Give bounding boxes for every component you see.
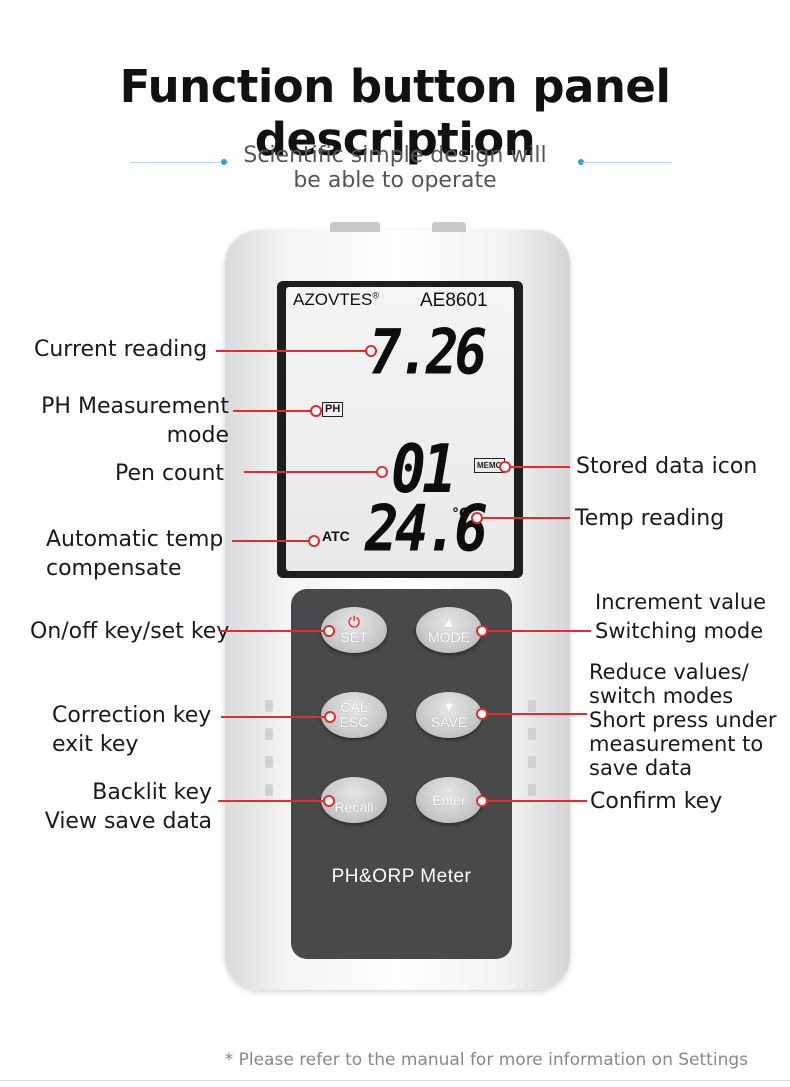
keypad-panel: [291, 589, 512, 959]
subtitle-left-rule: [130, 162, 225, 163]
footnote: * Please refer to the manual for more in…: [224, 1050, 748, 1070]
callout-ph-mode-line1: PH Measurement: [41, 394, 229, 419]
callout-atc: Automatic temp compensate: [46, 525, 223, 583]
callout-increment: Increment value Switching mode: [595, 588, 766, 646]
callout-atc-line1: Automatic temp: [46, 527, 224, 552]
subtitle-line-2: be able to operate: [293, 168, 497, 193]
temperature-value: 24.6: [365, 492, 488, 567]
mode-button[interactable]: ▲ MODE: [416, 607, 482, 653]
grip-ridge: [265, 728, 273, 740]
page-title: Function button panel description: [119, 60, 671, 166]
callout-line: [216, 350, 366, 352]
callout-dot: [310, 405, 322, 417]
bottom-divider: [0, 1080, 790, 1081]
grip-ridge: [528, 756, 536, 768]
subtitle-line-1: Scientific simple design will: [243, 143, 547, 168]
callout-reduce-line3: Short press under: [589, 708, 777, 732]
save-button-label: SAVE: [430, 714, 468, 730]
subtitle: Scientific simple design will be able to…: [0, 143, 790, 193]
subtitle-right-rule: [582, 162, 672, 163]
arrow-down-icon: ▼: [441, 699, 457, 716]
callout-ph-mode-line2: mode: [166, 423, 229, 448]
ph-mode-icon: PH: [322, 402, 344, 417]
subtitle-right-dot: [578, 159, 584, 165]
callout-line: [220, 630, 326, 632]
brand-name: AZOVTES®: [293, 290, 379, 310]
grip-ridge: [265, 756, 273, 768]
callout-temp-reading: Temp reading: [575, 506, 725, 531]
callout-line: [487, 630, 591, 632]
callout-correction: Correction key exit key: [52, 701, 211, 759]
probe-connector-right: [432, 222, 466, 232]
enter-button[interactable]: Enter: [416, 777, 482, 823]
callout-reduce-line2: switch modes: [589, 684, 734, 708]
meter-label: PH&ORP Meter: [331, 866, 472, 887]
callout-increment-line2: Switching mode: [595, 619, 764, 643]
callout-ph-mode: PH Measurement mode: [36, 392, 229, 450]
callout-correction-line1: Correction key: [52, 703, 212, 728]
callout-line: [218, 800, 326, 802]
callout-reduce-line5: save data: [589, 756, 693, 780]
current-reading-value: 7.26: [369, 316, 487, 389]
callout-line: [510, 466, 570, 468]
callout-reduce-line1: Reduce values/: [589, 660, 749, 684]
callout-line: [221, 716, 327, 718]
callout-dot: [324, 711, 336, 723]
callout-dot: [376, 466, 388, 478]
mode-button-label: MODE: [428, 629, 470, 645]
enter-button-label: Enter: [432, 791, 466, 808]
callout-pen-count: Pen count: [115, 461, 225, 486]
callout-onoff: On/off key/set key: [30, 619, 230, 644]
esc-label: ESC: [339, 714, 369, 730]
brand-text: AZOVTES: [293, 290, 373, 309]
callout-reduce: Reduce values/ switch modes Short press …: [589, 660, 777, 780]
grip-ridge: [265, 700, 273, 712]
callout-stored-data: Stored data icon: [576, 454, 758, 479]
callout-atc-line2: compensate: [46, 556, 182, 581]
grip-ridge: [528, 784, 536, 796]
callout-line: [244, 471, 379, 473]
grip-ridge: [528, 728, 536, 740]
callout-increment-line1: Increment value: [595, 590, 767, 614]
callout-line: [233, 410, 318, 412]
save-button[interactable]: ▼ SAVE: [416, 692, 482, 738]
callout-dot: [308, 535, 320, 547]
model-number: AE8601: [420, 290, 488, 311]
callout-confirm: Confirm key: [590, 789, 723, 814]
recall-button-label: Recall: [334, 799, 374, 815]
cal-label: CAL: [340, 699, 368, 715]
power-icon: ⏻: [348, 614, 360, 631]
callout-current-reading: Current reading: [34, 337, 208, 362]
callout-dot: [365, 345, 377, 357]
callout-correction-line2: exit key: [52, 732, 139, 757]
callout-dot: [323, 625, 335, 637]
arrow-up-icon: ▲: [441, 614, 457, 631]
grip-ridge: [265, 784, 273, 796]
temperature-unit: °C: [452, 506, 470, 522]
callout-backlit: Backlit key View save data: [40, 778, 212, 836]
callout-dot: [323, 795, 335, 807]
callout-backlit-line1: Backlit key: [92, 780, 212, 805]
atc-icon: ATC: [322, 528, 350, 544]
callout-line: [487, 713, 587, 715]
callout-reduce-line4: measurement to: [589, 732, 764, 756]
pen-count-value: 01: [391, 430, 457, 509]
callout-line: [487, 800, 587, 802]
grip-ridge: [528, 700, 536, 712]
callout-backlit-line2: View save data: [44, 809, 212, 834]
callout-line: [482, 517, 570, 519]
subtitle-left-dot: [221, 159, 227, 165]
probe-connector-left: [330, 222, 380, 232]
registered-mark: ®: [372, 290, 379, 301]
backlight-icon: ☼: [347, 784, 361, 801]
callout-line: [232, 540, 312, 542]
set-button-label: SET: [340, 629, 368, 645]
